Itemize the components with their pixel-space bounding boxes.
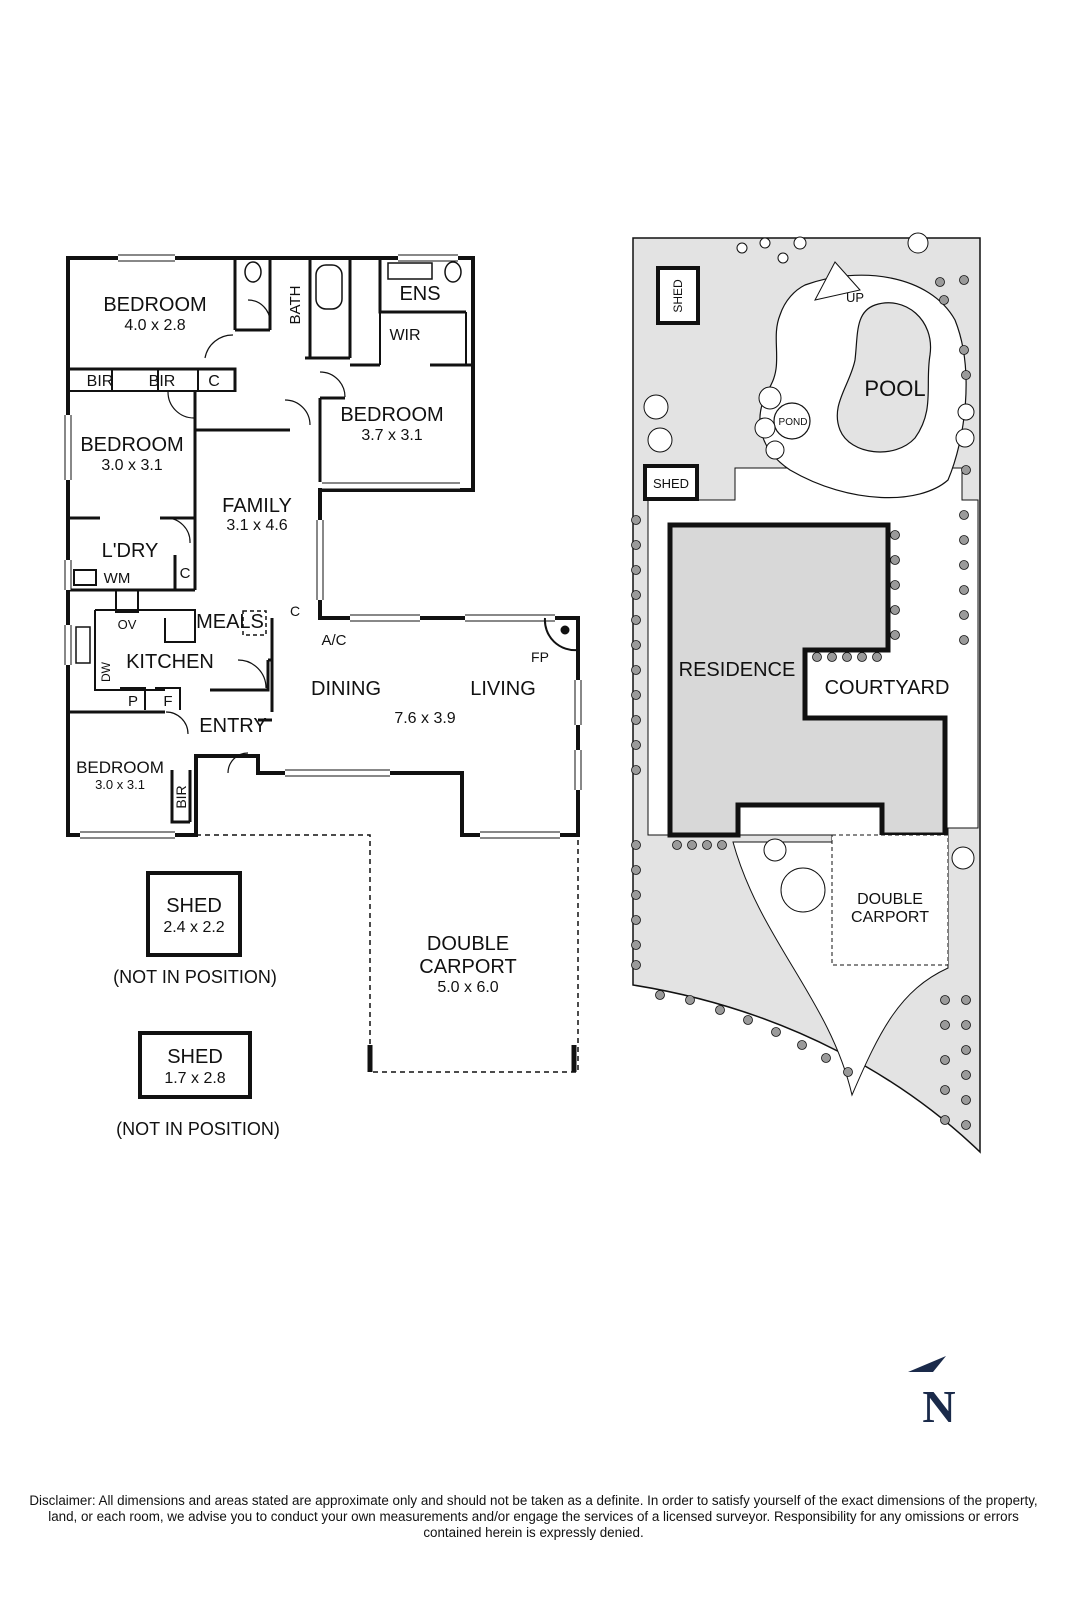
shed-1-box xyxy=(146,871,242,957)
shed-1-label: SHED xyxy=(166,895,222,917)
outer-wall xyxy=(66,256,580,837)
wm-label: WM xyxy=(104,570,131,587)
cupboard-label: C xyxy=(290,603,300,619)
family-size: 3.1 x 4.6 xyxy=(226,517,287,534)
trees xyxy=(643,232,975,913)
meals-label: MEALS xyxy=(196,611,264,633)
oven xyxy=(115,589,139,613)
wall xyxy=(94,609,196,710)
carport-label: CARPORT xyxy=(419,956,516,978)
wall xyxy=(170,770,192,824)
bedroom-1-size: 4.0 x 2.8 xyxy=(124,317,185,334)
shrubs xyxy=(631,275,971,1130)
wir-label: WIR xyxy=(389,327,420,344)
shed-1-size: 2.4 x 2.2 xyxy=(163,919,224,936)
shed-2-label: SHED xyxy=(167,1046,223,1068)
wall xyxy=(233,258,466,360)
fridge-label: F xyxy=(163,693,172,710)
window xyxy=(64,254,582,839)
carport-label: DOUBLE xyxy=(427,933,509,955)
shed-2-size: 1.7 x 2.8 xyxy=(164,1070,225,1087)
bedroom-2-size: 3.0 x 3.1 xyxy=(101,457,162,474)
disclaimer: Disclaimer: All dimensions and areas sta… xyxy=(29,1493,1038,1540)
fireplace-label: FP xyxy=(531,649,549,665)
pool-label: POOL xyxy=(864,376,925,401)
shed-1-note: (NOT IN POSITION) xyxy=(113,967,277,987)
vanity xyxy=(387,262,433,280)
sink xyxy=(75,626,91,664)
toilet xyxy=(244,261,262,283)
carport-outline xyxy=(196,834,579,1073)
bir-label: BIR xyxy=(149,373,176,390)
site-shed-a-label: SHED xyxy=(671,279,685,313)
shed-2-box xyxy=(138,1031,252,1099)
bathtub xyxy=(315,264,343,310)
bedroom-4-label: BEDROOM xyxy=(76,758,164,777)
wall xyxy=(68,367,237,392)
carport-post xyxy=(367,1045,577,1072)
up-label: UP xyxy=(846,290,864,305)
site-carport xyxy=(831,834,949,966)
site-shed-b xyxy=(643,464,699,501)
bedroom-4-size: 3.0 x 3.1 xyxy=(95,777,145,792)
bir-label: BIR xyxy=(87,373,114,390)
courtyard-label: COURTYARD xyxy=(825,677,950,699)
ensuite-label: ENS xyxy=(399,283,440,305)
site-plan xyxy=(631,232,981,1154)
wall xyxy=(68,369,235,392)
site-carport-label: DOUBLE xyxy=(857,891,923,908)
dining-living-size: 7.6 x 3.9 xyxy=(394,710,455,727)
entry-label: ENTRY xyxy=(199,715,266,737)
north-arrow-icon xyxy=(908,1356,946,1372)
cupboard-label: C xyxy=(208,373,220,390)
cupboard-label: C xyxy=(180,565,191,582)
bedroom-2-label: BEDROOM xyxy=(80,434,183,456)
site-shed-b-label: SHED xyxy=(653,476,689,491)
oven-label: OV xyxy=(118,617,137,632)
site-shed-a xyxy=(656,266,700,325)
bath-label: BATH xyxy=(287,286,304,325)
floor-plan-labels: BEDROOM 4.0 x 2.8 BATH ENS WIR BIR BIR C… xyxy=(76,283,549,1139)
fireplace xyxy=(543,617,579,652)
pantry-label: P xyxy=(128,693,138,710)
compass: N xyxy=(908,1356,956,1432)
door-swing xyxy=(165,299,346,774)
carport-size: 5.0 x 6.0 xyxy=(437,979,498,996)
toilet xyxy=(444,261,462,283)
site-plan-labels: SHED SHED UP POOL POND RESIDENCE COURTYA… xyxy=(653,279,949,926)
bir-label: BIR xyxy=(173,785,189,808)
dining-label: DINING xyxy=(311,678,381,700)
wall xyxy=(379,312,467,365)
wall xyxy=(258,618,274,722)
site-carport-label: CARPORT xyxy=(851,909,929,926)
living-label: LIVING xyxy=(470,678,536,700)
bedroom-3-label: BEDROOM xyxy=(340,404,443,426)
dishwasher-label: DW xyxy=(99,661,113,682)
family-label: FAMILY xyxy=(222,495,292,517)
shed-2-note: (NOT IN POSITION) xyxy=(116,1119,280,1139)
wm-box xyxy=(73,569,97,586)
kitchen-label: KITCHEN xyxy=(126,651,214,673)
meals-table xyxy=(242,610,267,636)
floor-plan xyxy=(64,254,582,1099)
bedroom-3-size: 3.7 x 3.1 xyxy=(361,427,422,444)
residence-label: RESIDENCE xyxy=(679,659,796,681)
north-label: N xyxy=(922,1381,955,1432)
ac-label: A/C xyxy=(321,632,346,649)
laundry-label: L'DRY xyxy=(102,540,159,562)
pool xyxy=(836,302,932,453)
bedroom-1-label: BEDROOM xyxy=(103,294,206,316)
steps xyxy=(814,261,861,301)
window xyxy=(65,255,581,838)
pond-label: POND xyxy=(779,417,808,428)
fireplace-mark xyxy=(560,625,570,635)
pond xyxy=(773,402,811,440)
